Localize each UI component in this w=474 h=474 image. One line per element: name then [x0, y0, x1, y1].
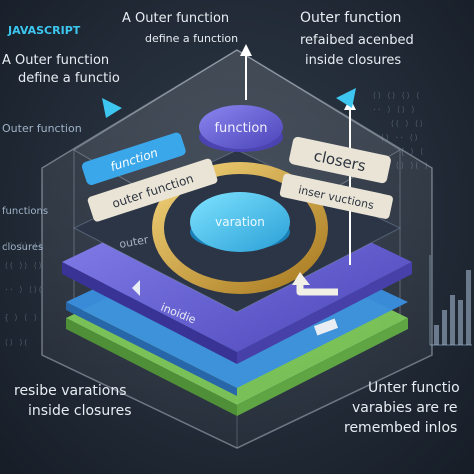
bottom-right-line2: varabies are re [352, 400, 458, 416]
top-right-line1: Outer function [300, 10, 401, 26]
arrow-left-icon [132, 280, 140, 296]
svg-text:·· ⟩ ⟨⟩(: ·· ⟩ ⟨⟩( [4, 285, 43, 294]
bubble-variation-label: varation [215, 215, 265, 229]
svg-text:⟨( ⟩⟩ ⟨⟩: ⟨( ⟩⟩ ⟨⟩ [4, 261, 43, 270]
svg-text:{ ⟩ ⟨ ⟩: { ⟩ ⟨ ⟩ [4, 313, 38, 322]
inner-functions-card: inser vuctions [279, 173, 393, 219]
top-center-line2: define a function [145, 32, 238, 45]
svg-text:⟨⟩ ⟨⟩ ⟨⟩: ⟨⟩ ⟨⟩ ⟨⟩ [4, 241, 43, 250]
top-right-line2: refaibed acenbed [300, 33, 414, 48]
closure-ring [152, 162, 328, 294]
bottom-left-line1: resibe varations [14, 383, 127, 399]
svg-text:⟨⟩ ·· ⟨⟩: ⟨⟩ ·· ⟨⟩ [380, 133, 419, 142]
svg-text:⟨⟩ ⟨⟩ ⟨⟩ ⟨: ⟨⟩ ⟨⟩ ⟨⟩ ⟨ [372, 91, 420, 100]
function-bubble: function [199, 105, 283, 152]
svg-text:·· ⟩ ⟨⟩ ⟩: ·· ⟩ ⟨⟩ ⟩ [372, 105, 415, 114]
top-right-line3: inside closures [305, 53, 401, 68]
bubble-function-label: function [214, 121, 267, 136]
svg-text:⟨⟩ ⟩(: ⟨⟩ ⟩( [4, 338, 28, 347]
bar-chart-decoration [429, 255, 472, 346]
plate-outer-text: outer [118, 233, 150, 251]
svg-text:⟨( ⟩ ⟨⟩: ⟨( ⟩ ⟨⟩ [390, 119, 424, 128]
bottom-left-line2: inside closures [28, 403, 132, 419]
variation-bubble: varation [190, 192, 290, 252]
javascript-tag: JAVASCRIPT [7, 24, 81, 37]
left-line2: define a functio [18, 71, 120, 86]
triangle-marker-left [102, 98, 122, 118]
left-line1: A Outer function [2, 53, 109, 68]
bottom-right-line1: Unter functio [368, 380, 460, 396]
ring-arrow-icon [292, 272, 338, 296]
background-code-left: ⟨⟩ ⟨⟩ ⟨⟩ ⟨( ⟩⟩ ⟨⟩ ·· ⟩ ⟨⟩( { ⟩ ⟨ ⟩ ⟨⟩ ⟩( [4, 241, 43, 347]
bottom-right-line3: remembed inlos [344, 420, 457, 436]
top-center-line1: A Outer function [122, 11, 229, 26]
plate-chip [313, 318, 339, 336]
triangle-marker-right [336, 88, 356, 108]
left-small-3: closures [2, 242, 43, 253]
left-small-2: functions [2, 206, 48, 217]
arrow-up-icon [240, 44, 252, 100]
svg-text:{ ⟩ ⟨: { ⟩ ⟨ [400, 147, 424, 156]
left-small-1: Outer function [2, 122, 82, 135]
